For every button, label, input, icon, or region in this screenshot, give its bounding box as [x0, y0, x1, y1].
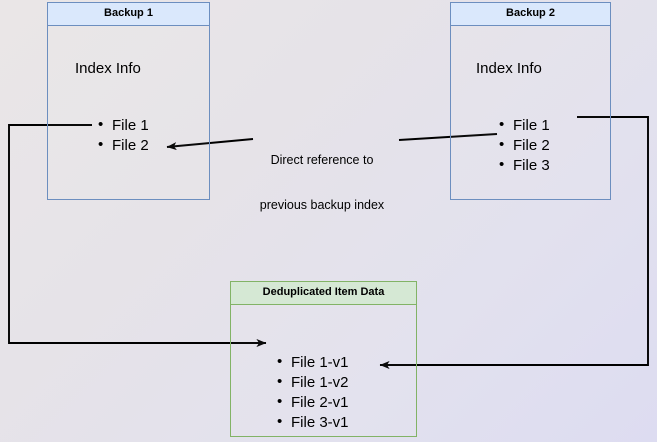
list-item: File 1 — [96, 115, 149, 136]
backup1-file-list: File 1 File 2 — [96, 115, 149, 156]
node-backup1[interactable]: Backup 1 Index Info File 1 File 2 — [47, 2, 210, 200]
node-dedup-body: File 1-v1 File 1-v2 File 2-v1 File 3-v1 — [231, 305, 416, 436]
node-backup2[interactable]: Backup 2 Index Info File 1 File 2 File 3 — [450, 2, 611, 200]
dedup-file-list: File 1-v1 File 1-v2 File 2-v1 File 3-v1 — [275, 352, 349, 433]
edge-label-line1: Direct reference to — [270, 153, 374, 167]
node-backup1-body: Index Info File 1 File 2 — [48, 26, 209, 199]
edge-label-direct-reference: Direct reference to previous backup inde… — [247, 123, 397, 243]
backup2-index-info-label: Index Info — [476, 60, 542, 77]
list-item: File 2 — [96, 135, 149, 156]
node-deduplicated-item-data[interactable]: Deduplicated Item Data File 1-v1 File 1-… — [230, 281, 417, 437]
list-item: File 3-v1 — [275, 412, 349, 433]
node-dedup-header: Deduplicated Item Data — [231, 282, 416, 305]
backup1-index-info-label: Index Info — [75, 60, 141, 77]
list-item: File 2 — [497, 135, 550, 156]
node-backup2-header: Backup 2 — [451, 3, 610, 26]
list-item: File 2-v1 — [275, 392, 349, 413]
edge-label-line2: previous backup index — [259, 198, 385, 212]
list-item: File 3 — [497, 155, 550, 176]
node-backup2-body: Index Info File 1 File 2 File 3 — [451, 26, 610, 199]
node-backup1-header: Backup 1 — [48, 3, 209, 26]
backup2-file-list: File 1 File 2 File 3 — [497, 115, 550, 176]
list-item: File 1 — [497, 115, 550, 136]
list-item: File 1-v1 — [275, 352, 349, 373]
list-item: File 1-v2 — [275, 372, 349, 393]
